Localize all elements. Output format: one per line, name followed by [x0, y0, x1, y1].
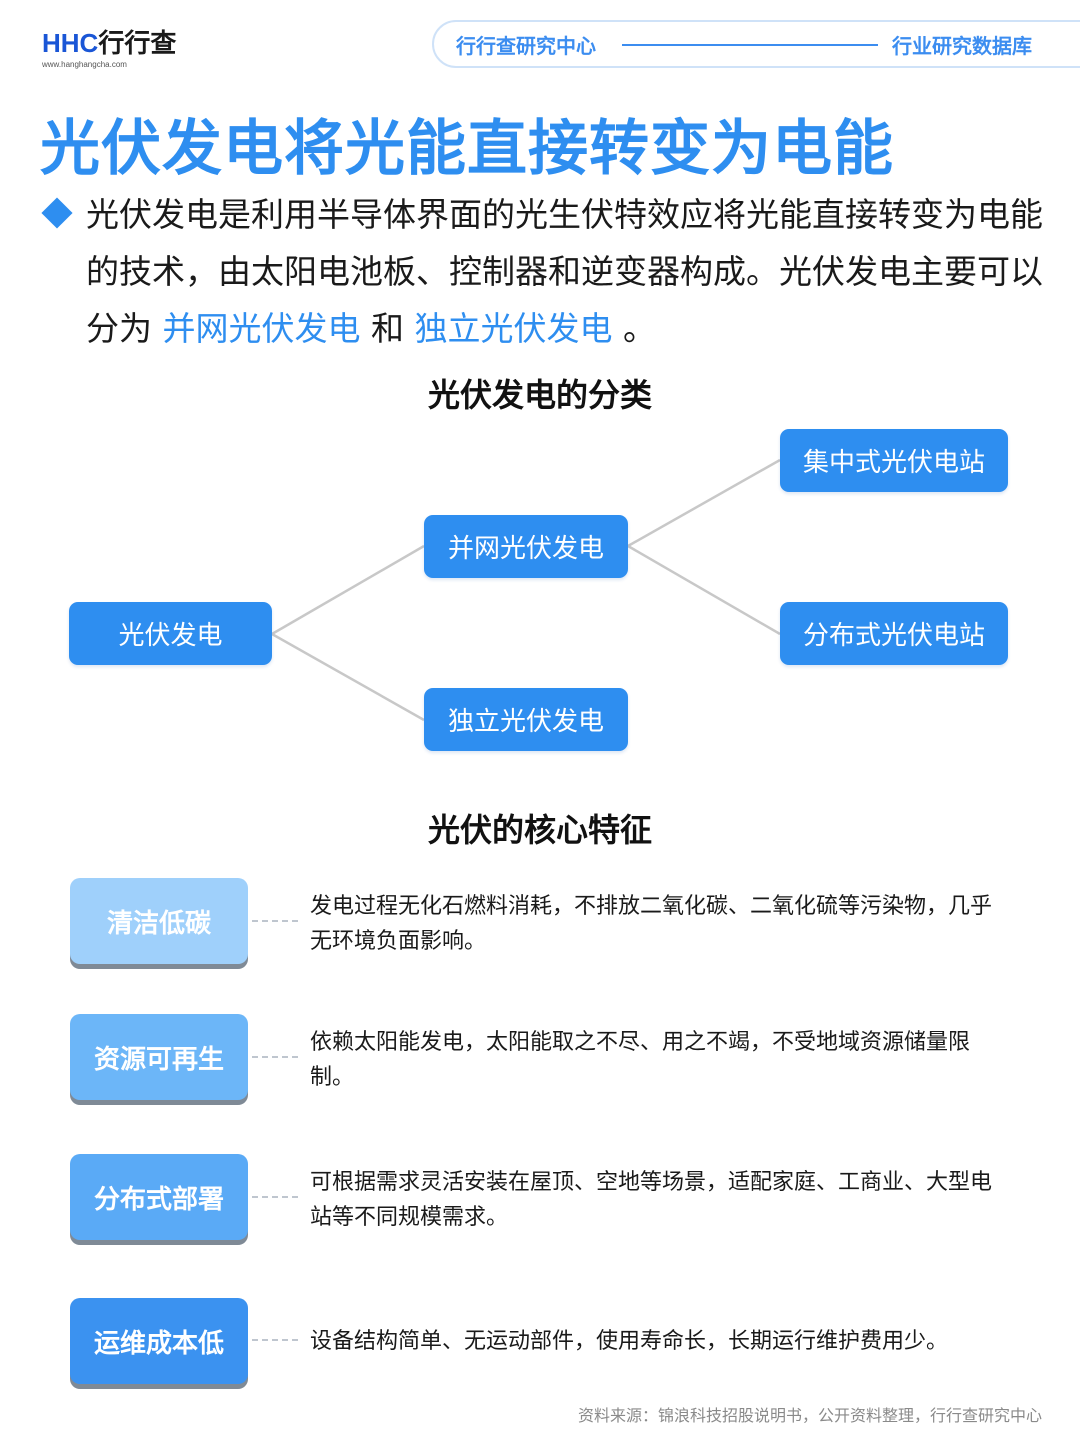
bullet-diamond-icon — [41, 197, 73, 229]
feature-desc-low-cost: 设备结构简单、无运动部件，使用寿命长，长期运行维护费用少。 — [310, 1329, 949, 1354]
feature-desc-distributed: 可根据需求灵活安装在屋顶、空地等场景，适配家庭、工商业、大型电站等不同规模需求。 — [310, 1170, 993, 1230]
feature-dash — [252, 1339, 298, 1341]
intro-highlight-grid: 并网光伏发电 — [162, 309, 361, 348]
features-heading: 光伏的核心特征 — [427, 811, 652, 849]
tree-connectors — [271, 458, 781, 722]
connector-root-grid — [271, 544, 425, 636]
feature-dash — [252, 920, 298, 922]
logo-cn: 行行查 — [98, 29, 177, 59]
feature-desc-clean: 发电过程无化石燃料消耗，不排放二氧化碳、二氧化硫等污染物，几乎无环境负面影响。 — [310, 894, 993, 954]
connector-root-standalone — [271, 632, 425, 722]
intro-paragraph: 光伏发电是利用半导体界面的光生伏特效应将光能直接转变为电能的技术，由太阳电池板、… — [86, 186, 1046, 357]
page-title: 光伏发电将光能直接转变为电能 — [40, 114, 894, 184]
feature-label-renewable: 资源可再生 — [70, 1014, 248, 1100]
header-right-label: 行业研究数据库 — [892, 34, 1032, 58]
feature-dash — [252, 1056, 298, 1058]
intro-connector: 和 — [371, 309, 404, 348]
node-centralized-station: 集中式光伏电站 — [780, 429, 1008, 492]
source-footnote: 资料来源：锦浪科技招股说明书，公开资料整理，行行查研究中心 — [577, 1406, 1042, 1425]
intro-end: 。 — [623, 309, 656, 348]
header-pill — [432, 20, 1080, 68]
node-distributed-station: 分布式光伏电站 — [780, 602, 1008, 665]
logo-url: www.hanghangcha.com — [42, 60, 127, 69]
header-left-label: 行行查研究中心 — [456, 34, 596, 58]
connector-grid-centralized — [627, 458, 781, 548]
feature-desc-renewable: 依赖太阳能发电，太阳能取之不尽、用之不竭，不受地域资源储量限制。 — [310, 1030, 971, 1090]
intro-text: 光伏发电是利用半导体界面的光生伏特效应将光能直接转变为电能的技术，由太阳电池板、… — [86, 195, 1043, 348]
node-standalone: 独立光伏发电 — [424, 688, 628, 751]
logo: HHC行行查 www.hanghangcha.com — [42, 28, 192, 72]
header-divider-line — [622, 44, 878, 46]
logo-brand: HHC — [42, 28, 99, 58]
node-root: 光伏发电 — [69, 602, 272, 665]
connector-grid-distributed — [627, 544, 781, 636]
feature-dash — [252, 1196, 298, 1198]
feature-label-distributed: 分布式部署 — [70, 1154, 248, 1240]
intro-highlight-standalone: 独立光伏发电 — [414, 309, 613, 348]
node-grid-connected: 并网光伏发电 — [424, 515, 628, 578]
classification-heading: 光伏发电的分类 — [427, 376, 652, 414]
feature-label-low-cost: 运维成本低 — [70, 1298, 248, 1384]
feature-label-clean: 清洁低碳 — [70, 878, 248, 964]
